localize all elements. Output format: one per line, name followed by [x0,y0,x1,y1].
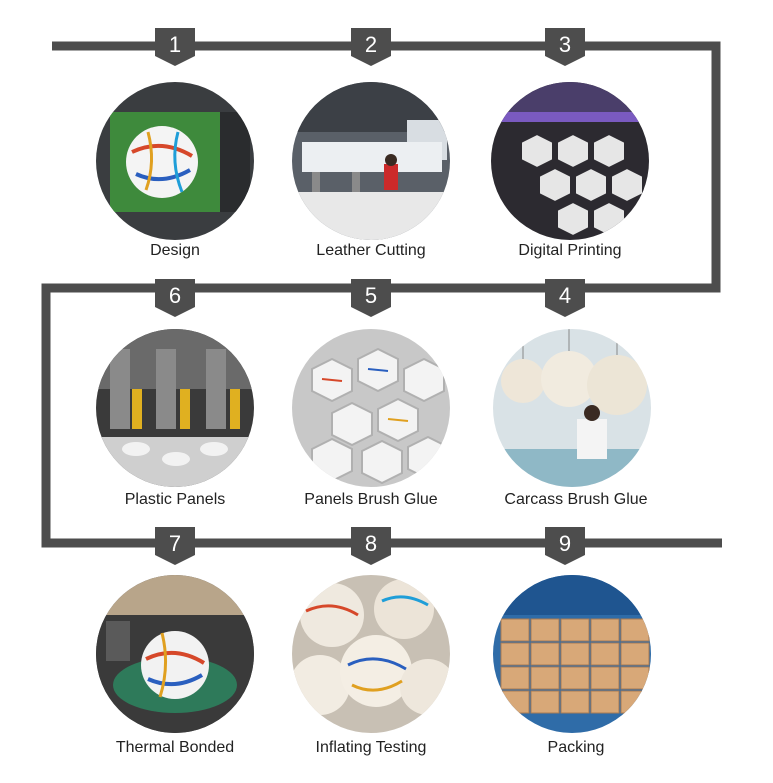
leather-cutting-photo [292,82,450,240]
thermal-bonded-photo [96,575,254,733]
svg-text:6: 6 [169,283,181,308]
step-label: Design [150,242,200,259]
step-number-marker: 4 [545,279,585,317]
svg-text:4: 4 [559,283,571,308]
svg-text:7: 7 [169,531,181,556]
svg-text:3: 3 [559,32,571,57]
svg-text:2: 2 [365,32,377,57]
inflating-testing-photo [292,575,450,733]
step-label: Thermal Bonded [115,739,235,756]
panels-brush-glue-photo [292,329,450,487]
step-label: Plastic Panels [124,491,226,508]
step-label: Digital Printing [518,242,622,259]
step-number-marker: 8 [351,527,391,565]
step-number-marker: 1 [155,28,195,66]
step-number-marker: 2 [351,28,391,66]
svg-text:1: 1 [169,32,181,57]
plastic-panels-photo [96,329,254,487]
step-label: Carcass Brush Glue [504,491,648,508]
step-number-marker: 6 [155,279,195,317]
step-number-marker: 3 [545,28,585,66]
svg-text:5: 5 [365,283,377,308]
step-number-marker: 9 [545,527,585,565]
packing-photo [493,575,651,733]
step-number-marker: 5 [351,279,391,317]
design-photo [96,82,254,240]
svg-text:8: 8 [365,531,377,556]
step-number-marker: 7 [155,527,195,565]
step-label: Packing [547,739,605,756]
carcass-brush-glue-photo [493,329,651,487]
step-label: Leather Cutting [316,242,426,259]
digital-printing-photo [491,82,649,240]
svg-text:9: 9 [559,531,571,556]
step-label: Inflating Testing [315,739,427,756]
step-label: Panels Brush Glue [304,491,438,508]
